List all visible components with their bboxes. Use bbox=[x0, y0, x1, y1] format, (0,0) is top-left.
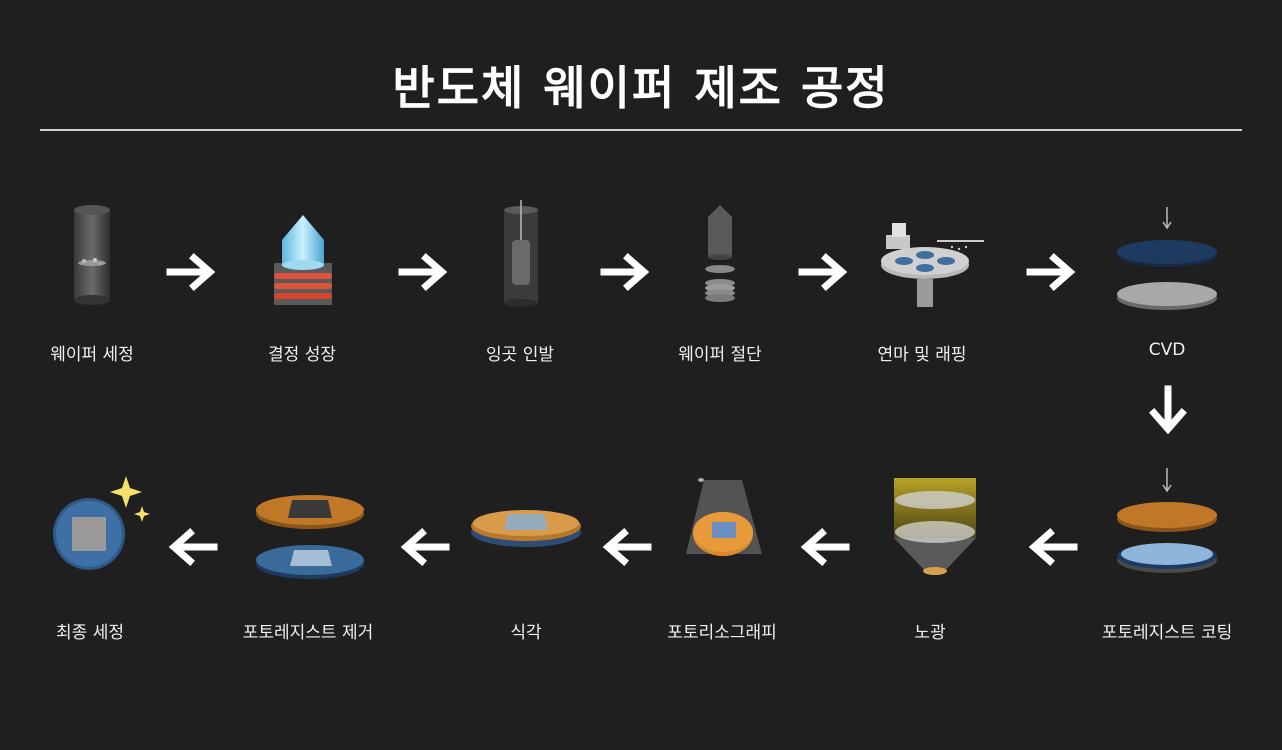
page-title: 반도체 웨이퍼 제조 공정 bbox=[392, 61, 890, 115]
step-etching: 식각 bbox=[426, 462, 626, 652]
cvd-icon bbox=[1117, 207, 1217, 310]
arrow-left-icon bbox=[602, 528, 652, 566]
arrow-right-icon bbox=[1026, 253, 1076, 291]
crystal-growth-icon bbox=[274, 215, 332, 305]
step-label: 포토레지스트 제거 bbox=[242, 623, 374, 643]
step-photolithography: 포토리소그래피 bbox=[622, 462, 822, 652]
arrow-left-icon bbox=[168, 528, 218, 566]
step-label: 포토리소그래피 bbox=[667, 623, 777, 643]
step-cvd: CVD bbox=[1067, 195, 1267, 365]
step-wafer-cleaning: 웨이퍼 세정 bbox=[0, 195, 200, 365]
arrow-right-icon bbox=[398, 253, 448, 291]
title-divider bbox=[40, 129, 1242, 131]
photoresist-coating-icon bbox=[1117, 468, 1217, 573]
step-photoresist-coating: 포토레지스트 코팅 bbox=[1067, 462, 1267, 652]
polishing-lapping-icon bbox=[881, 223, 984, 307]
step-final-cleaning: 최종 세정 bbox=[0, 462, 200, 652]
step-label: 최종 세정 bbox=[56, 623, 124, 643]
step-exposure: 노광 bbox=[830, 462, 1030, 652]
step-label: 노광 bbox=[914, 623, 946, 643]
step-label: 결정 성장 bbox=[268, 345, 336, 365]
arrow-right-icon bbox=[600, 253, 650, 291]
wafer-cleaning-icon bbox=[74, 205, 110, 305]
arrow-down-icon bbox=[1149, 385, 1187, 435]
arrow-left-icon bbox=[400, 528, 450, 566]
arrow-right-icon bbox=[798, 253, 848, 291]
step-photoresist-removal: 포토레지스트 제거 bbox=[208, 462, 408, 652]
photolithography-icon bbox=[686, 478, 762, 556]
arrow-right-icon bbox=[166, 253, 216, 291]
step-ingot-pulling: 잉곳 인발 bbox=[420, 195, 620, 365]
step-label: 연마 및 래핑 bbox=[877, 345, 967, 365]
arrow-left-icon bbox=[1028, 528, 1078, 566]
arrow-left-icon bbox=[800, 528, 850, 566]
etching-icon bbox=[471, 510, 581, 547]
ingot-pulling-icon bbox=[504, 200, 538, 307]
step-wafer-slicing: 웨이퍼 절단 bbox=[620, 195, 820, 365]
step-label: 식각 bbox=[510, 623, 542, 643]
wafer-slicing-icon bbox=[705, 205, 735, 302]
step-label: 웨이퍼 절단 bbox=[678, 345, 762, 365]
step-crystal-growth: 결정 성장 bbox=[202, 195, 402, 365]
step-label: 포토레지스트 코팅 bbox=[1101, 623, 1233, 643]
step-label: CVD bbox=[1148, 340, 1186, 360]
photoresist-removal-icon bbox=[256, 495, 364, 579]
step-label: 웨이퍼 세정 bbox=[50, 345, 134, 365]
step-label: 잉곳 인발 bbox=[486, 345, 554, 365]
exposure-icon bbox=[894, 478, 976, 575]
step-polishing-lapping: 연마 및 래핑 bbox=[822, 195, 1022, 365]
final-cleaning-icon bbox=[53, 476, 150, 570]
